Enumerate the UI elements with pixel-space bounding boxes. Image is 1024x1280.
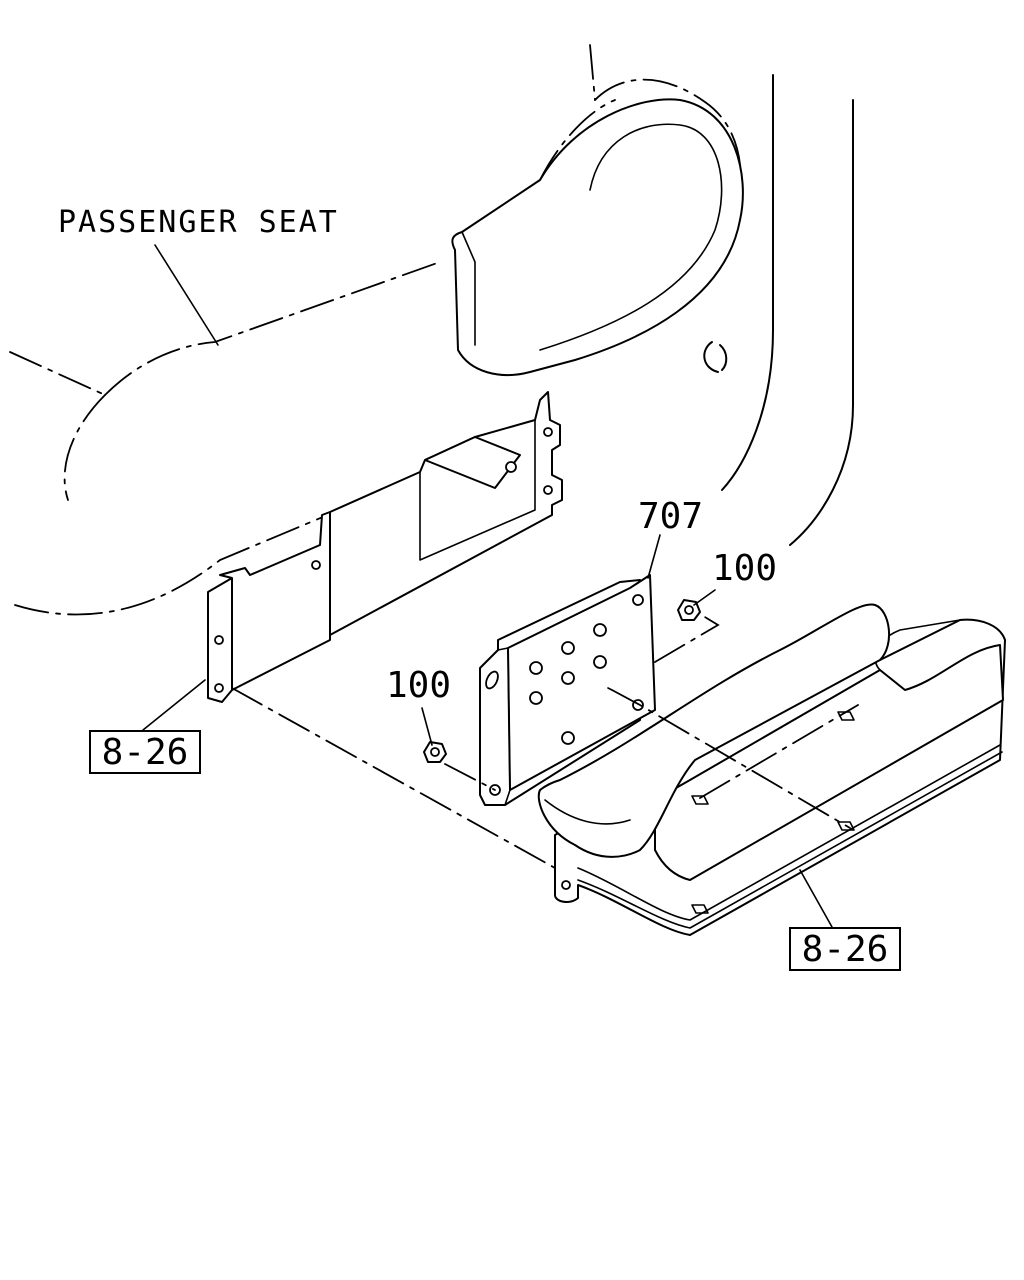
ref-box-right[interactable]: 8-26 <box>789 927 901 971</box>
seat-bracket <box>207 391 563 703</box>
plate-707 <box>479 574 656 806</box>
label-part-100-right: 100 <box>712 548 777 589</box>
assembly-lines <box>231 613 859 869</box>
label-passenger-seat: PASSENGER SEAT <box>58 205 339 240</box>
ref-box-left[interactable]: 8-26 <box>89 730 201 774</box>
armrest-pad <box>451 98 744 376</box>
label-part-100-left: 100 <box>386 665 451 706</box>
floor-rail-base <box>537 603 1006 936</box>
ref-label-left: 8-26 <box>102 732 189 773</box>
label-part-707: 707 <box>638 496 703 537</box>
nut-100-left <box>423 741 447 763</box>
leader-lines <box>142 244 833 928</box>
ref-label-right: 8-26 <box>802 929 889 970</box>
